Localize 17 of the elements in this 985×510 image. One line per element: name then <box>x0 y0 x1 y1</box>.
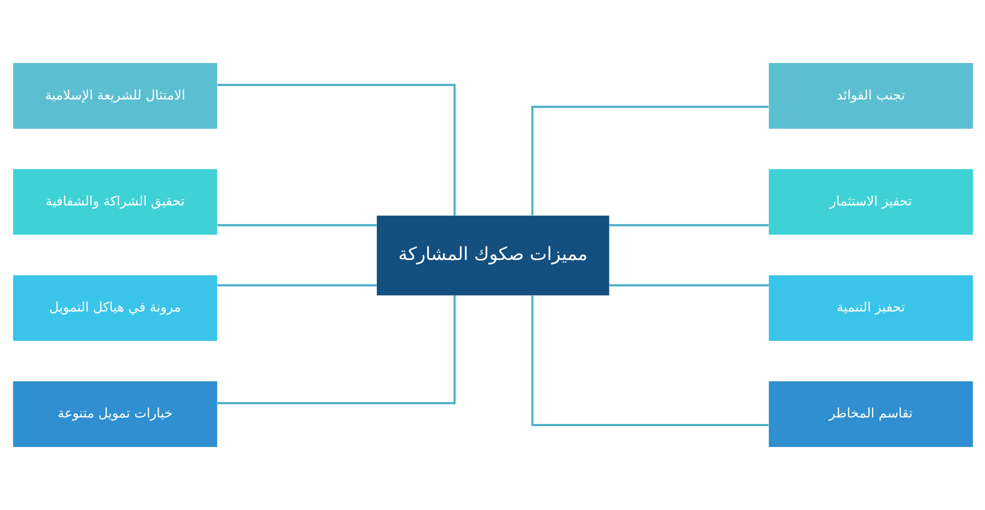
node-box: تحقيق الشراكة والشفافية <box>12 169 217 235</box>
connector <box>216 295 456 404</box>
connector <box>608 284 768 286</box>
node-box: الامتثال للشريعة الإسلامية <box>12 63 217 129</box>
node-box: خيارات تمويل متنوعة <box>12 381 217 447</box>
node-box: مرونة في هياكل التمويل <box>12 275 217 341</box>
node-box: تحفيز الاستثمار <box>768 169 972 235</box>
connector <box>530 106 768 216</box>
connector <box>216 84 456 216</box>
connector <box>216 284 376 286</box>
node-box: تحفيز التنمية <box>768 275 972 341</box>
connector <box>608 224 768 226</box>
node-box: تجنب الفوائد <box>768 63 972 129</box>
node-box: تقاسم المخاطر <box>768 381 972 447</box>
connector <box>216 224 376 226</box>
node-box: مميزات صكوك المشاركة <box>376 216 609 296</box>
connector <box>530 296 768 426</box>
